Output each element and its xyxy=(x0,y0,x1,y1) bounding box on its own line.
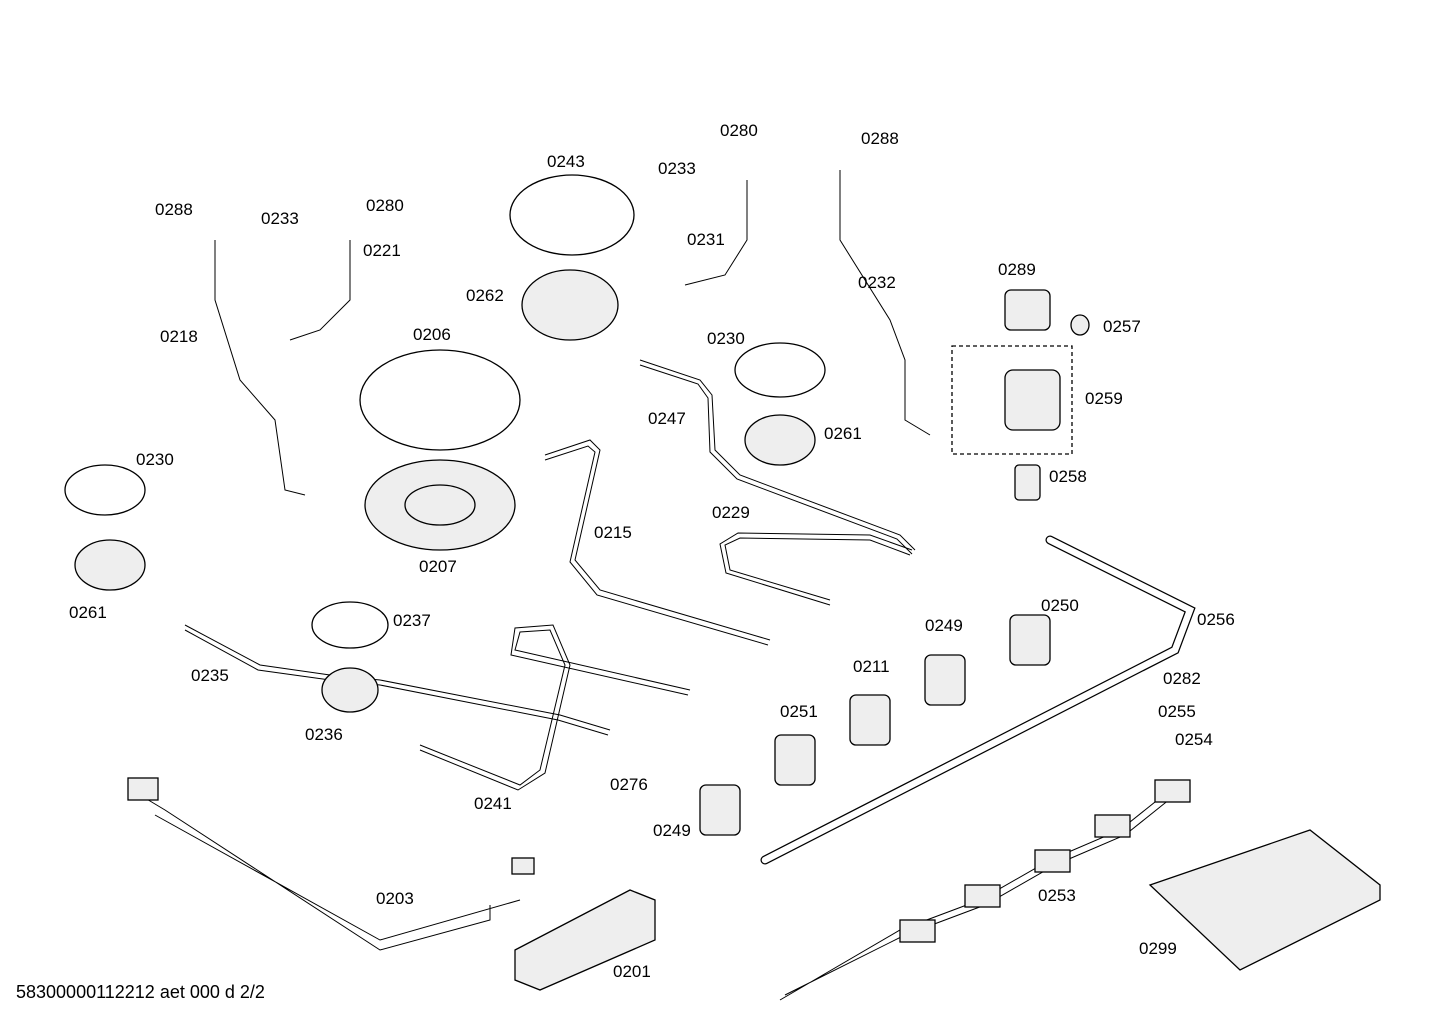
part-label: 0255 xyxy=(1158,702,1196,721)
electrode-0231 xyxy=(684,180,748,286)
burner-cap-0237 xyxy=(311,601,389,649)
part-label: 0289 xyxy=(998,260,1036,279)
connector xyxy=(511,857,535,875)
valve-0249b xyxy=(699,784,741,836)
burner-0261b xyxy=(74,539,146,591)
part-label: 0203 xyxy=(376,889,414,908)
gas-pipe-0229 xyxy=(719,532,913,606)
part-label: 0237 xyxy=(393,611,431,630)
valve-0211 xyxy=(849,694,891,746)
part-label: 0253 xyxy=(1038,886,1076,905)
part-label: 0257 xyxy=(1103,317,1141,336)
part-label: 0249 xyxy=(925,616,963,635)
valve-0250 xyxy=(1009,614,1051,666)
burner-cap-0230b xyxy=(64,464,146,516)
burner-0236 xyxy=(321,667,379,713)
part-label: 0256 xyxy=(1197,610,1235,629)
part-label: 0299 xyxy=(1139,939,1177,958)
burner-0261a xyxy=(744,414,816,466)
part-label: 0241 xyxy=(474,794,512,813)
assembly-box-0259 xyxy=(951,345,1073,455)
burner-cap-0206 xyxy=(359,349,521,451)
part-label: 0250 xyxy=(1041,596,1079,615)
part-label: 0254 xyxy=(1175,730,1213,749)
thermocouple-0232 xyxy=(839,170,931,436)
part-label: 0261 xyxy=(69,603,107,622)
part-label: 0230 xyxy=(707,329,745,348)
part-label: 0215 xyxy=(594,523,632,542)
part-label: 0235 xyxy=(191,666,229,685)
connector xyxy=(127,777,159,801)
gas-pipe-0256 xyxy=(760,535,1196,865)
part-label: 0247 xyxy=(648,409,686,428)
gas-pipe-0241 xyxy=(419,624,691,791)
thermocouple-0218 xyxy=(214,240,306,496)
part-label: 0206 xyxy=(413,325,451,344)
part-label: 0221 xyxy=(363,241,401,260)
part-label: 0218 xyxy=(160,327,198,346)
part-label: 0232 xyxy=(858,273,896,292)
part-label: 0201 xyxy=(613,962,651,981)
nozzle-0258 xyxy=(1014,464,1041,501)
gas-pipe-0235 xyxy=(184,624,611,736)
burner-0262 xyxy=(521,269,619,341)
part-label: 0262 xyxy=(466,286,504,305)
part-label: 0288 xyxy=(155,200,193,219)
part-label: 0231 xyxy=(687,230,725,249)
drawing-reference-number: 58300000112212 aet 000 d 2/2 xyxy=(16,982,265,1002)
wire-harness-0203 xyxy=(139,794,521,951)
part-label: 0261 xyxy=(824,424,862,443)
part-label: 0282 xyxy=(1163,669,1201,688)
valve-0251 xyxy=(774,734,816,786)
accessory-bag-0299 xyxy=(1148,829,1381,971)
part-label: 0288 xyxy=(861,129,899,148)
switch-block-0201 xyxy=(514,889,656,991)
part-label: 0236 xyxy=(305,725,343,744)
part-label: 0211 xyxy=(853,657,890,676)
valve-0249a xyxy=(924,654,966,706)
part-label: 0251 xyxy=(780,702,818,721)
elbow-0289 xyxy=(1004,289,1051,331)
part-label: 0233 xyxy=(658,159,696,178)
part-label: 0233 xyxy=(261,209,299,228)
part-label: 0207 xyxy=(419,557,457,576)
burner-cap-0243 xyxy=(509,174,635,256)
burner-cap-0230a xyxy=(734,342,826,398)
part-label: 0276 xyxy=(610,775,648,794)
part-label: 0259 xyxy=(1085,389,1123,408)
part-label: 0249 xyxy=(653,821,691,840)
part-label: 0280 xyxy=(720,121,758,140)
gas-pipe-0247 xyxy=(639,359,916,555)
part-label: 0258 xyxy=(1049,467,1087,486)
electrode-0221 xyxy=(289,240,351,341)
part-label: 0243 xyxy=(547,152,585,171)
seal-0257 xyxy=(1070,314,1090,336)
part-label: 0230 xyxy=(136,450,174,469)
gas-pipe-0215 xyxy=(544,439,771,646)
regulator-0259 xyxy=(1004,369,1061,431)
burner-0207 xyxy=(364,459,516,551)
part-label: 0229 xyxy=(712,503,750,522)
part-label: 0280 xyxy=(366,196,404,215)
